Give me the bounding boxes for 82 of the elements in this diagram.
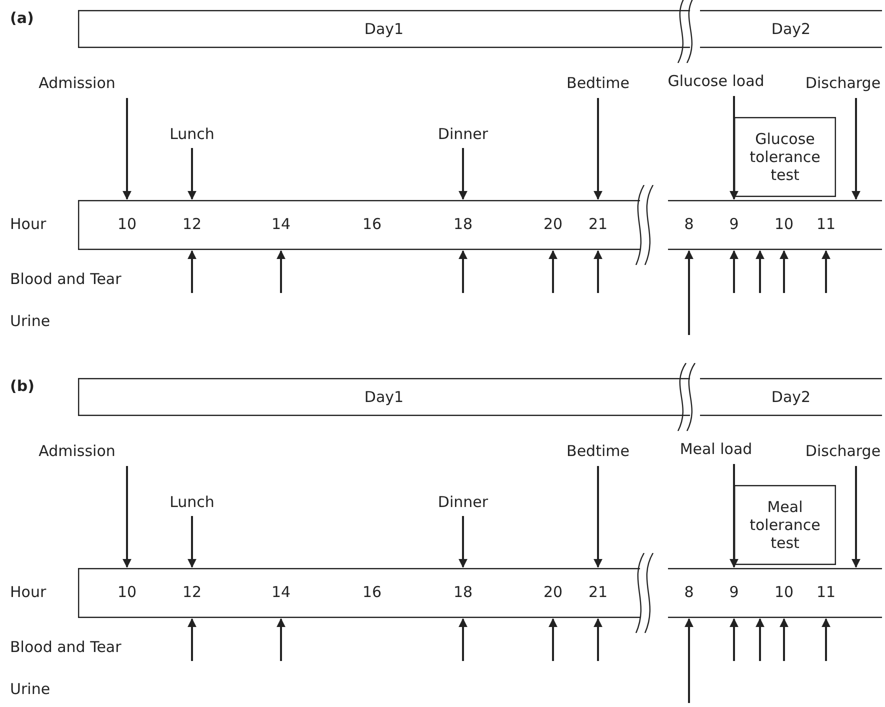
hour-number: 10: [774, 215, 794, 233]
timeline-bar: [78, 200, 882, 250]
row-label: Blood and Tear: [10, 638, 122, 656]
hour-number: 20: [543, 215, 563, 233]
hour-number: 20: [543, 583, 563, 601]
hour-number: 10: [774, 583, 794, 601]
hour-number: 16: [362, 583, 382, 601]
axis-label: Hour: [10, 215, 46, 233]
arrow: [122, 466, 132, 568]
event-label: Glucose load: [660, 66, 772, 96]
arrow: [188, 148, 196, 200]
hour-number: 14: [271, 215, 291, 233]
timeline-bar: [78, 568, 882, 618]
hour-number: 18: [453, 583, 473, 601]
hour-number: 10: [117, 215, 137, 233]
sampling-arrow: [188, 618, 196, 661]
sampling-arrow: [594, 250, 602, 293]
sampling-arrow: [548, 250, 558, 293]
day-band: Day2: [700, 378, 882, 416]
sampling-arrow: [276, 250, 286, 293]
sampling-arrow: [730, 618, 738, 661]
event-label: Dinner: [428, 120, 498, 148]
sampling-arrow: [756, 618, 764, 661]
sampling-arrow: [188, 250, 196, 293]
event-label: Admission: [22, 436, 132, 466]
sampling-arrow: [684, 618, 694, 703]
arrow: [730, 464, 738, 568]
hour-number: 21: [588, 215, 608, 233]
sampling-arrow: [822, 250, 830, 293]
event-label: Dinner: [428, 488, 498, 516]
arrow: [122, 98, 132, 200]
event-label: Lunch: [162, 120, 222, 148]
test-period-box: Meal tolerance test: [734, 485, 836, 565]
hour-number: 12: [182, 215, 202, 233]
sampling-arrow: [822, 618, 830, 661]
sampling-arrow: [458, 250, 468, 293]
panel-letter: (b): [10, 377, 34, 395]
event-label: Discharge: [802, 436, 884, 466]
hour-number: 12: [182, 583, 202, 601]
day-band: Day2: [700, 10, 882, 48]
arrow: [188, 516, 196, 568]
sampling-arrow: [780, 250, 788, 293]
arrow: [458, 148, 468, 200]
hour-number: 9: [729, 583, 739, 601]
day-band: Day1: [78, 378, 690, 416]
row-label: Blood and Tear: [10, 270, 122, 288]
event-label: Meal load: [660, 434, 772, 464]
sampling-arrow: [730, 250, 738, 293]
hour-number: 18: [453, 215, 473, 233]
axis-label: Hour: [10, 583, 46, 601]
sampling-arrow: [548, 618, 558, 661]
event-label: Discharge: [802, 68, 884, 98]
hour-number: 11: [816, 215, 836, 233]
arrow: [594, 466, 602, 568]
event-label: Bedtime: [553, 436, 643, 466]
row-label: Urine: [10, 312, 50, 330]
arrow: [852, 98, 860, 200]
arrow: [458, 516, 468, 568]
hour-number: 10: [117, 583, 137, 601]
event-label: Lunch: [162, 488, 222, 516]
hour-number: 8: [684, 583, 694, 601]
panel-letter: (a): [10, 9, 34, 27]
hour-number: 21: [588, 583, 608, 601]
sampling-arrow: [594, 618, 602, 661]
sampling-arrow: [458, 618, 468, 661]
hour-number: 11: [816, 583, 836, 601]
sampling-arrow: [780, 618, 788, 661]
event-label: Bedtime: [553, 68, 643, 98]
sampling-arrow: [684, 250, 694, 335]
arrow: [852, 466, 860, 568]
arrow: [730, 96, 738, 200]
row-label: Urine: [10, 680, 50, 698]
hour-number: 8: [684, 215, 694, 233]
test-period-box: Glucose tolerance test: [734, 117, 836, 197]
hour-number: 9: [729, 215, 739, 233]
hour-number: 16: [362, 215, 382, 233]
event-label: Admission: [22, 68, 132, 98]
hour-number: 14: [271, 583, 291, 601]
arrow: [594, 98, 602, 200]
sampling-arrow: [756, 250, 764, 293]
day-band: Day1: [78, 10, 690, 48]
sampling-arrow: [276, 618, 286, 661]
